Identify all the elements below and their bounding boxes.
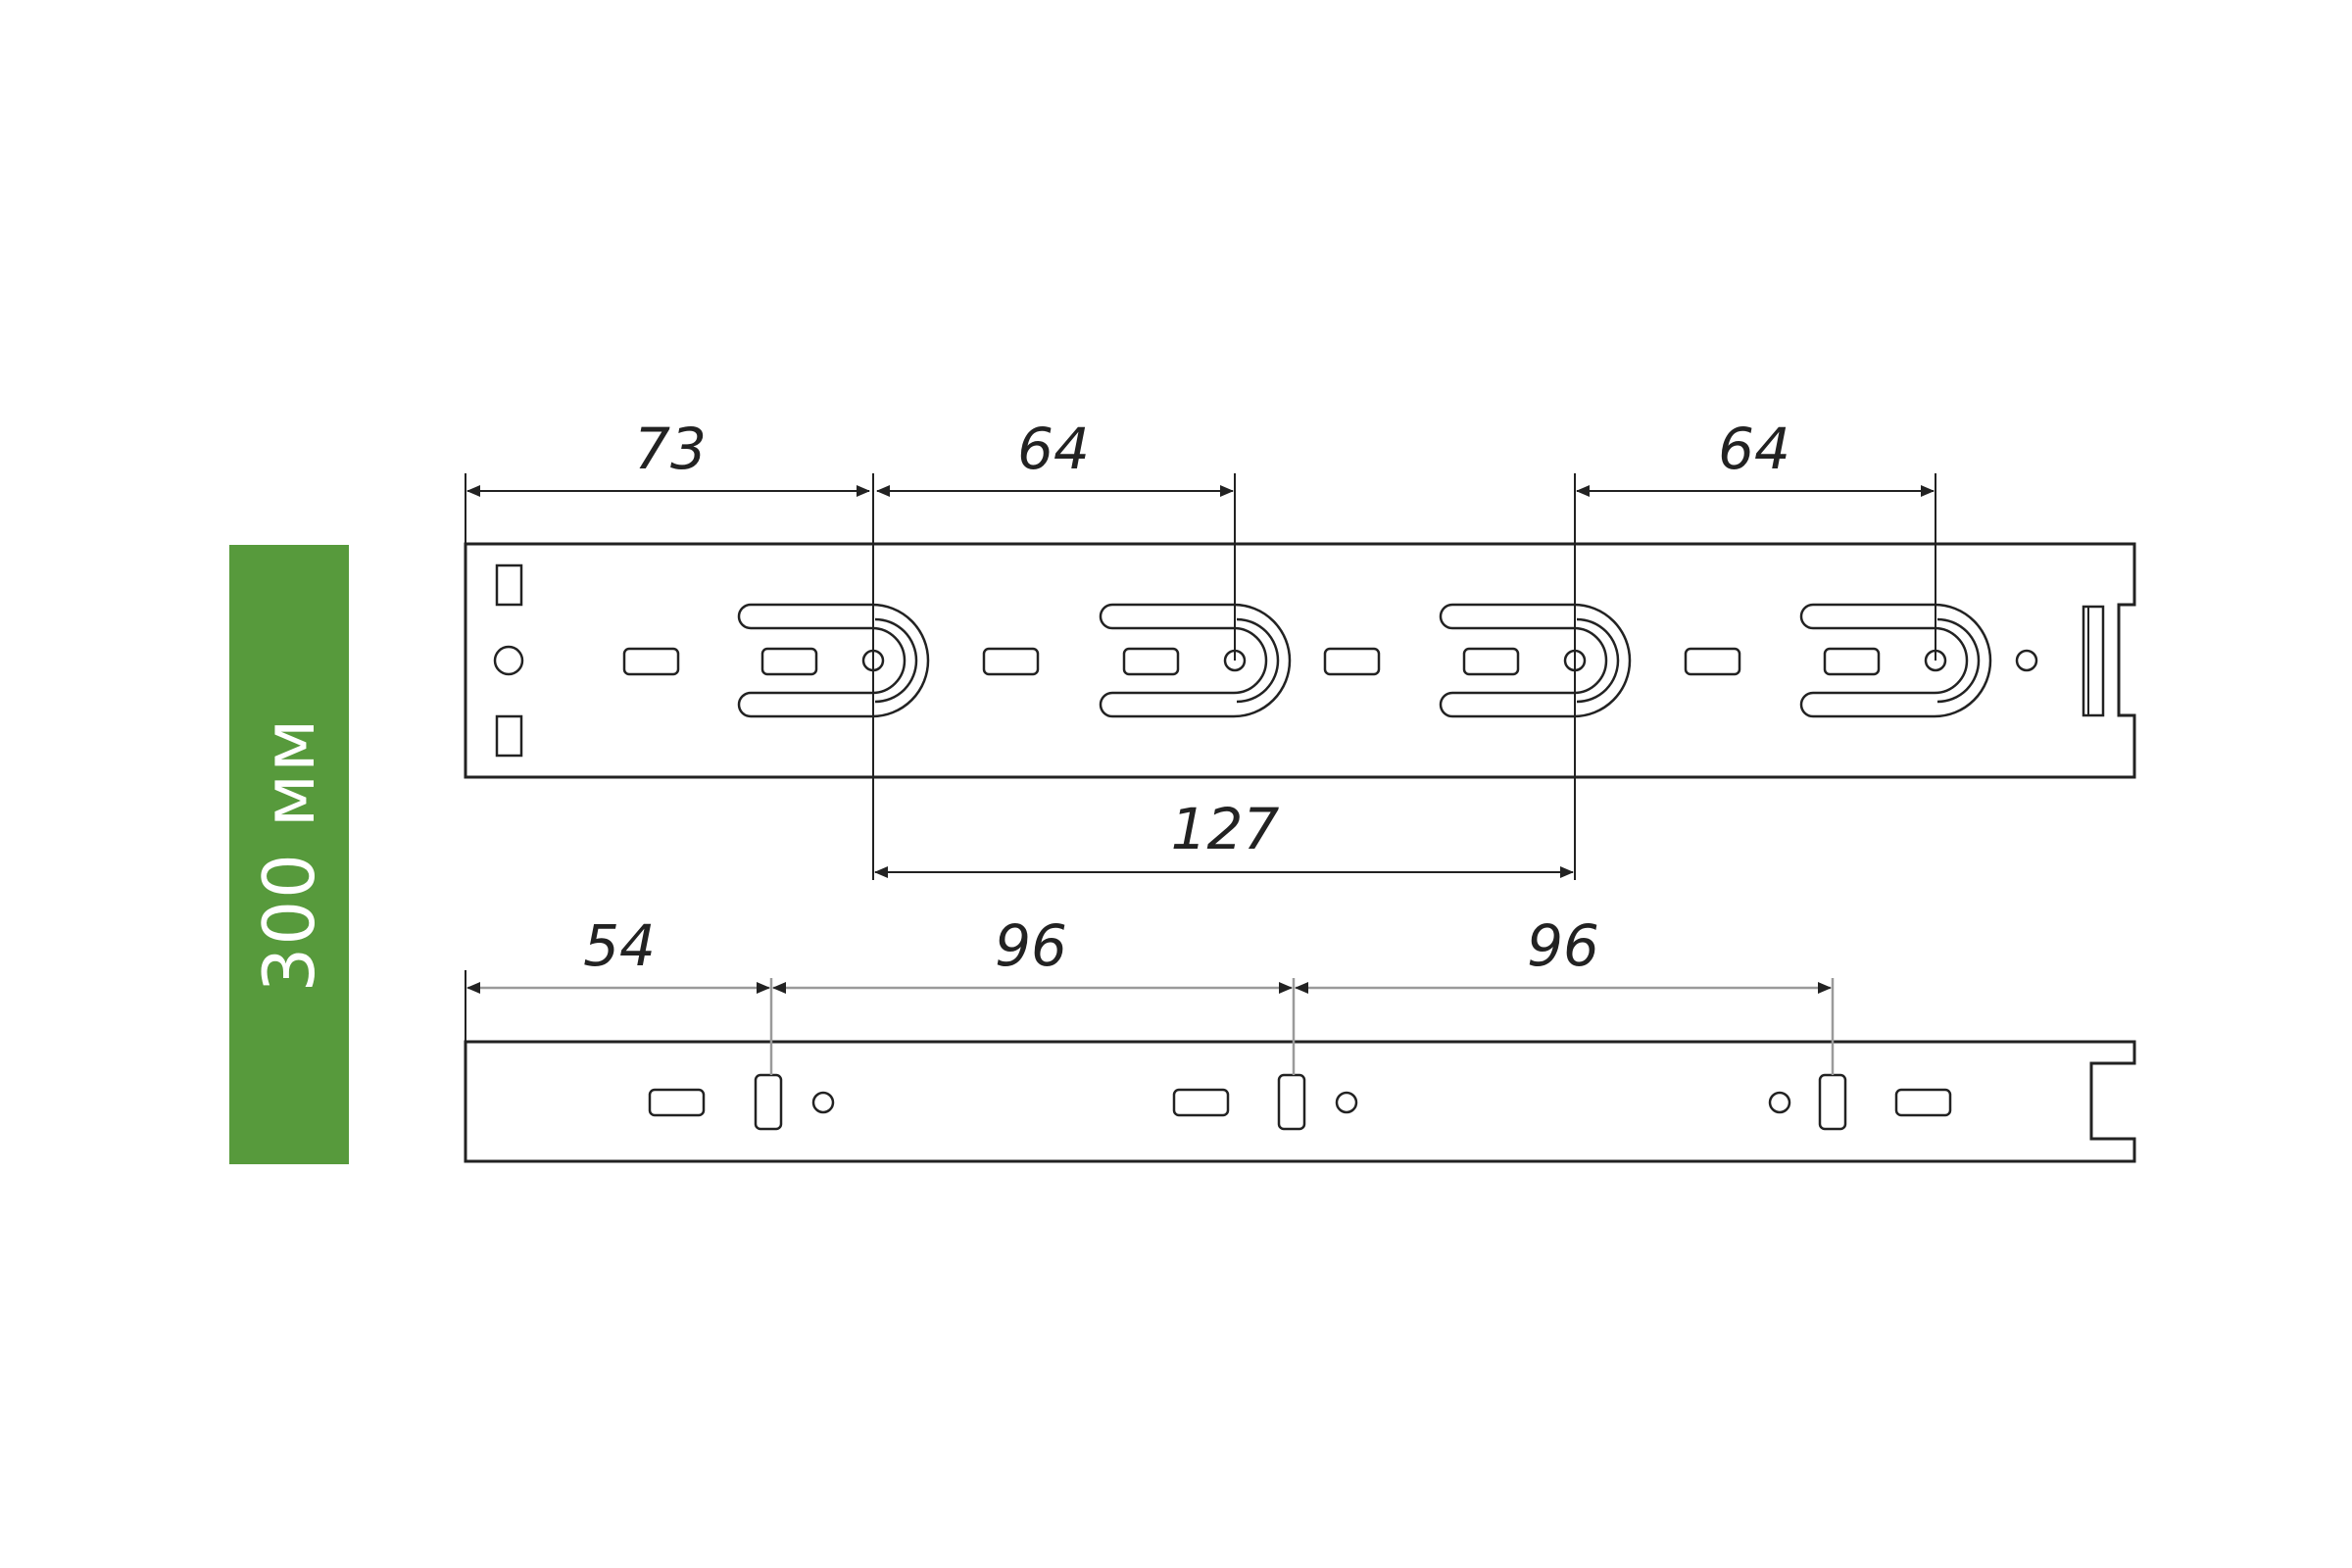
top-rail-u-cutout	[1099, 603, 1292, 718]
dimension-label: 64	[1017, 416, 1090, 482]
top-rail-outline	[464, 542, 2136, 779]
dimension-label: 96	[995, 912, 1067, 979]
bottom-rail-round-hole	[1768, 1091, 1791, 1114]
bottom-rail: 54 96 96	[464, 912, 2136, 1163]
dimension-label: 73	[634, 416, 707, 482]
bottom-rail-vertical-slot	[1277, 1073, 1306, 1131]
top-rail-end-slot	[2082, 605, 2105, 717]
dimension-label: 64	[1718, 416, 1790, 482]
bottom-rail-slot	[648, 1088, 706, 1117]
top-rail-slot	[1684, 647, 1741, 676]
top-rail-round-hole	[2015, 649, 2038, 672]
dimension-label: 127	[1171, 796, 1280, 862]
top-rail-u-cutout	[1439, 603, 1632, 718]
top-rail-square-hole	[495, 714, 523, 758]
top-rail: 73 64 64 127	[464, 416, 2136, 880]
bottom-rail-vertical-slot	[754, 1073, 783, 1131]
top-rail-slot	[982, 647, 1040, 676]
top-rail-u-cutout	[1799, 603, 1992, 718]
bottom-rail-round-hole	[811, 1091, 835, 1114]
bottom-rail-outline	[464, 1040, 2136, 1163]
top-rail-slot	[1323, 647, 1381, 676]
top-rail-u-cutout	[737, 603, 930, 718]
top-rail-round-hole	[493, 645, 524, 676]
length-badge	[229, 545, 349, 1164]
dimension-label: 96	[1527, 912, 1599, 979]
top-rail-slot	[622, 647, 680, 676]
bottom-rail-slot	[1894, 1088, 1952, 1117]
dimension-label: 54	[583, 912, 656, 979]
bottom-rail-vertical-slot	[1818, 1073, 1847, 1131]
top-rail-square-hole	[495, 564, 523, 607]
bottom-rail-round-hole	[1335, 1091, 1358, 1114]
bottom-rail-slot	[1172, 1088, 1230, 1117]
